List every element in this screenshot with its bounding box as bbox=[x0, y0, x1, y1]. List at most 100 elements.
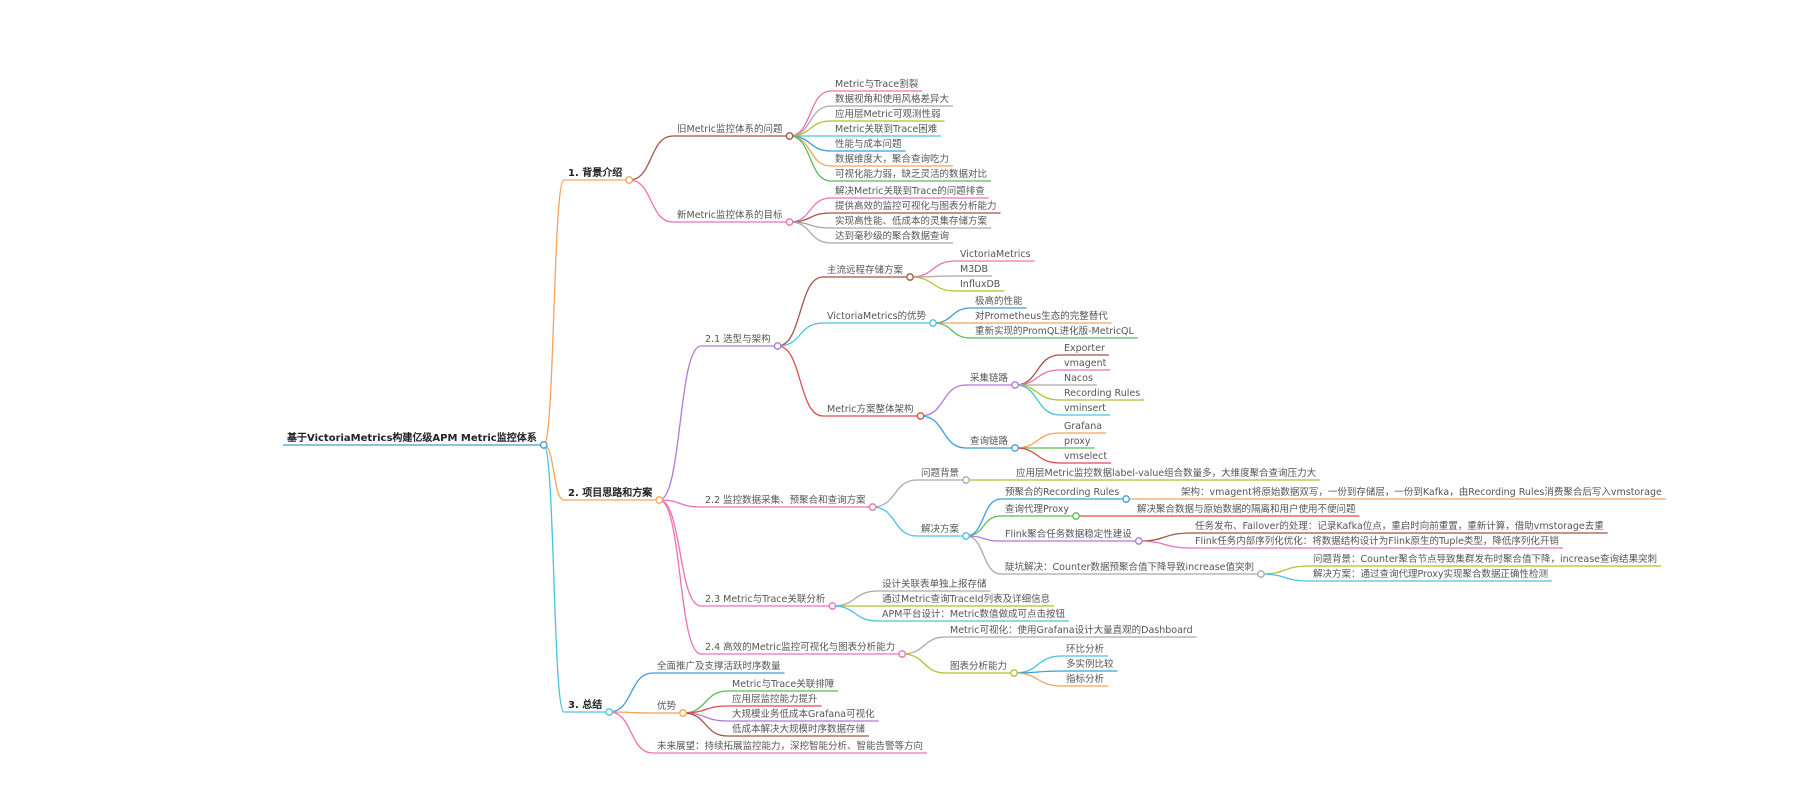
node-exporter[interactable]: Exporter bbox=[1064, 343, 1105, 354]
collapse-toggle[interactable] bbox=[962, 476, 970, 484]
node-item[interactable]: 图表分析能力 bbox=[950, 660, 1007, 672]
node-item[interactable]: 低成本解决大规模时序数据存储 bbox=[732, 723, 866, 735]
edge-link bbox=[609, 672, 654, 713]
node-item[interactable]: 极高的性能 bbox=[975, 295, 1023, 307]
node-metric-label-value[interactable]: 应用层Metric监控数据label-value组合数量多，大维度聚合查询压力大 bbox=[1016, 467, 1317, 479]
collapse-toggle[interactable] bbox=[1011, 444, 1019, 452]
node-grafana[interactable]: Grafana bbox=[1064, 421, 1102, 432]
edge-link bbox=[683, 712, 729, 737]
node-vmselect[interactable]: vmselect bbox=[1064, 451, 1107, 462]
node-item[interactable]: 提供高效的监控可视化与图表分析能力 bbox=[835, 200, 997, 212]
node-victoriametrics-apm-metric[interactable]: 基于VictoriaMetrics构建亿级APM Metric监控体系 bbox=[286, 431, 537, 444]
collapse-toggle[interactable] bbox=[773, 342, 782, 350]
node-item[interactable]: 实现高性能、低成本的灵集存储方案 bbox=[835, 215, 988, 227]
collapse-toggle[interactable] bbox=[906, 273, 914, 281]
node-item[interactable]: 性能与成本问题 bbox=[835, 138, 902, 150]
edge-link bbox=[777, 345, 824, 417]
node-item[interactable]: 查询链路 bbox=[970, 435, 1009, 447]
node-metric[interactable]: 新Metric监控体系的目标 bbox=[677, 209, 783, 221]
node-m3db[interactable]: M3DB bbox=[960, 264, 988, 275]
node-prometheus[interactable]: 对Prometheus生态的完整替代 bbox=[975, 310, 1108, 322]
node-2[interactable]: 2. 项目思路和方案 bbox=[568, 486, 653, 499]
node-2-3-metric-trace[interactable]: 2.3 Metric与Trace关联分析 bbox=[705, 593, 826, 605]
node-item[interactable]: 多实例比较 bbox=[1066, 658, 1114, 670]
node-metric[interactable]: 旧Metric监控体系的问题 bbox=[677, 123, 783, 135]
node-metric-grafana-dashboard[interactable]: Metric可视化：使用Grafana设计大量直观的Dashboard bbox=[950, 624, 1193, 636]
node-item[interactable]: 全面推广及支撑活跃时序数量 bbox=[657, 660, 781, 672]
node-metric[interactable]: 应用层Metric可观测性弱 bbox=[835, 108, 941, 120]
node-item[interactable]: 应用层监控能力提升 bbox=[732, 693, 818, 705]
node-item[interactable]: 数据视角和使用风格差异大 bbox=[835, 93, 950, 105]
node-metric-trace[interactable]: Metric与Trace割裂 bbox=[835, 78, 919, 90]
edge-link bbox=[832, 605, 879, 622]
node-item[interactable]: 设计关联表单独上报存储 bbox=[882, 578, 987, 590]
edge-link bbox=[965, 498, 1002, 537]
node-promql-metricql[interactable]: 重新实现的PromQL进化版-MetricQL bbox=[975, 325, 1135, 337]
node-item[interactable]: 解决聚合数据与原始数据的隔离和用户使用不便问题 bbox=[1137, 503, 1356, 515]
node-vminsert[interactable]: vminsert bbox=[1064, 403, 1106, 414]
collapse-toggle[interactable] bbox=[1010, 669, 1018, 677]
collapse-toggle[interactable] bbox=[929, 319, 937, 327]
node-metric[interactable]: Metric方案整体架构 bbox=[827, 403, 914, 415]
node-2-4-metric[interactable]: 2.4 高效的Metric监控可视化与图表分析能力 bbox=[705, 641, 895, 653]
node-counter-increase[interactable]: 陡坑解决：Counter数据预聚合值下降导致increase值突刺 bbox=[1005, 561, 1254, 573]
node-metric-trace[interactable]: Metric关联到Trace困难 bbox=[835, 123, 938, 135]
collapse-toggle[interactable] bbox=[1011, 381, 1019, 389]
collapse-toggle[interactable] bbox=[785, 218, 794, 226]
node-item[interactable]: 可视化能力弱，缺乏灵活的数据对比 bbox=[835, 168, 987, 180]
node-metric-trace[interactable]: Metric与Trace关联排障 bbox=[732, 678, 835, 690]
collapse-toggle[interactable] bbox=[1134, 537, 1143, 545]
edge-link bbox=[1014, 672, 1063, 687]
node-recording-rules[interactable]: 预聚合的Recording Rules bbox=[1005, 486, 1119, 498]
collapse-toggle[interactable] bbox=[625, 176, 634, 184]
edge-link bbox=[789, 197, 832, 223]
collapse-toggle[interactable] bbox=[539, 441, 548, 449]
node-metric-trace[interactable]: 解决Metric关联到Trace的问题排查 bbox=[835, 185, 985, 197]
collapse-toggle[interactable] bbox=[916, 412, 925, 420]
node-flink-flink-tuple[interactable]: Flink任务内部序列化优化：将数据结构设计为Flink原生的Tuple类型，降… bbox=[1195, 535, 1559, 547]
node-item[interactable]: 主流远程存储方案 bbox=[827, 264, 904, 276]
node-apm-metric[interactable]: APM平台设计：Metric数值做成可点击按钮 bbox=[882, 608, 1065, 620]
node-2-1[interactable]: 2.1 选型与架构 bbox=[705, 333, 771, 345]
node-2-2[interactable]: 2.2 监控数据采集、预聚合和查询方案 bbox=[705, 494, 866, 506]
node-item[interactable]: 达到毫秒级的聚合数据查询 bbox=[835, 230, 949, 242]
edge-link bbox=[965, 535, 1002, 575]
node-grafana[interactable]: 大规模业务低成本Grafana可视化 bbox=[732, 708, 875, 720]
collapse-toggle[interactable] bbox=[605, 708, 614, 716]
node-counter-increase[interactable]: 问题背景：Counter聚合节点导致集群发布时聚合值下降，increase查询结… bbox=[1313, 553, 1657, 565]
collapse-toggle[interactable] bbox=[1122, 495, 1131, 503]
node-item[interactable]: 优势 bbox=[657, 700, 677, 712]
node-item[interactable]: 环比分析 bbox=[1066, 643, 1105, 655]
node-victoriametrics[interactable]: VictoriaMetrics bbox=[960, 249, 1031, 260]
edge-link bbox=[659, 499, 702, 607]
collapse-toggle[interactable] bbox=[1257, 570, 1265, 578]
node-3[interactable]: 3. 总结 bbox=[568, 698, 602, 711]
collapse-toggle[interactable] bbox=[898, 650, 907, 658]
node-item[interactable]: 解决方案 bbox=[921, 523, 960, 535]
node-item[interactable]: 指标分析 bbox=[1066, 673, 1105, 685]
node-victoriametrics[interactable]: VictoriaMetrics的优势 bbox=[827, 310, 927, 322]
node-item[interactable]: 未来展望：持续拓展监控能力，深挖智能分析、智能告警等方向 bbox=[657, 740, 923, 752]
node-1[interactable]: 1. 背景介绍 bbox=[568, 166, 622, 179]
node-influxdb[interactable]: InfluxDB bbox=[960, 279, 1000, 290]
node-flink[interactable]: Flink聚合任务数据稳定性建设 bbox=[1005, 528, 1132, 540]
collapse-toggle[interactable] bbox=[679, 709, 687, 717]
node-vmagent-kafka-recording-rules-vmstorage[interactable]: 架构：vmagent将原始数据双写，一份到存储层，一份到Kafka，由Recor… bbox=[1181, 486, 1662, 498]
node-nacos[interactable]: Nacos bbox=[1064, 373, 1093, 384]
node-item[interactable]: 采集链路 bbox=[970, 372, 1009, 384]
node-recording-rules[interactable]: Recording Rules bbox=[1064, 388, 1140, 399]
node-metric-traceid[interactable]: 通过Metric查询TraceId列表及详细信息 bbox=[882, 593, 1050, 605]
collapse-toggle[interactable] bbox=[828, 602, 837, 610]
collapse-toggle[interactable] bbox=[868, 503, 877, 511]
collapse-toggle[interactable] bbox=[962, 532, 970, 540]
collapse-toggle[interactable] bbox=[655, 496, 664, 504]
collapse-toggle[interactable] bbox=[785, 132, 794, 140]
node-failover-kafka-vmstorage[interactable]: 任务发布、Failover的处理：记录Kafka位点，重启时向前重置，重新计算，… bbox=[1195, 520, 1604, 532]
node-proxy[interactable]: 解决方案：通过查询代理Proxy实现聚合数据正确性检测 bbox=[1313, 568, 1548, 580]
node-item[interactable]: 数据维度大，聚合查询吃力 bbox=[835, 153, 949, 165]
node-proxy[interactable]: 查询代理Proxy bbox=[1005, 503, 1069, 515]
collapse-toggle[interactable] bbox=[1072, 512, 1080, 520]
node-vmagent[interactable]: vmagent bbox=[1064, 358, 1107, 369]
node-proxy[interactable]: proxy bbox=[1064, 436, 1091, 447]
node-item[interactable]: 问题背景 bbox=[921, 467, 959, 479]
